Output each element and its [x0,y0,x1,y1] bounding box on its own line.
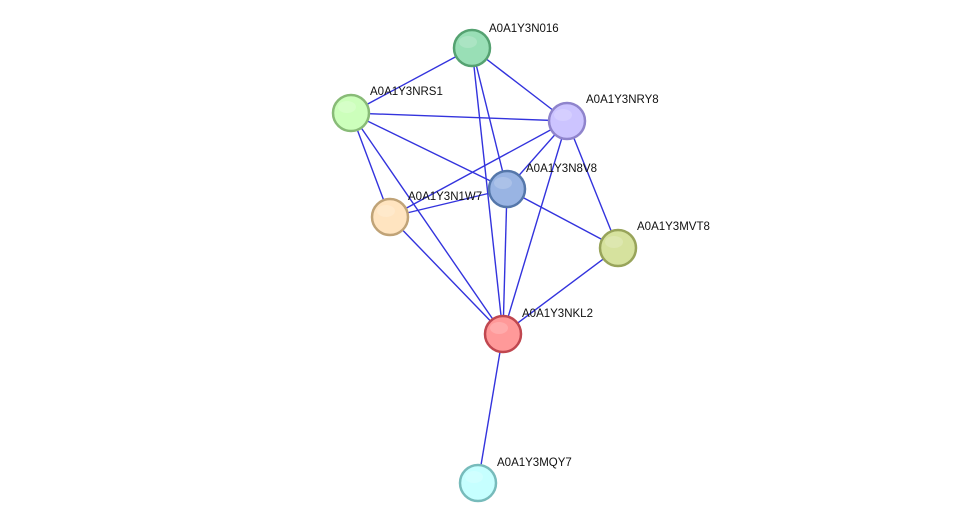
node-circle[interactable] [487,169,527,209]
node-highlight [338,101,356,113]
node-a0a1y3nrs1[interactable] [331,93,371,133]
edge-a0a1y3nrs1-a0a1y3nry8 [350,112,568,122]
edge-a0a1y3n016-a0a1y3nrs1 [350,47,473,114]
node-highlight [377,205,395,217]
nodes-layer [331,28,638,503]
edge-a0a1y3n8v8-a0a1y3n1w7 [389,188,508,218]
node-a0a1y3nry8[interactable] [547,101,587,141]
node-highlight [490,322,508,334]
edge-a0a1y3n1w7-a0a1y3nkl2 [389,216,504,335]
node-circle[interactable] [547,101,587,141]
node-label-a0a1y3n016: A0A1Y3N016 [489,23,559,35]
edge-a0a1y3nry8-a0a1y3n1w7 [389,120,568,218]
node-label-a0a1y3nry8: A0A1Y3NRY8 [586,94,659,106]
node-circle[interactable] [370,197,410,237]
node-label-a0a1y3n1w7: A0A1Y3N1W7 [408,191,482,203]
edge-a0a1y3nry8-a0a1y3mvt8 [566,120,619,249]
edge-a0a1y3n016-a0a1y3nry8 [471,47,568,122]
edge-a0a1y3mvt8-a0a1y3nkl2 [502,247,619,335]
edge-a0a1y3nkl2-a0a1y3mqy7 [477,333,504,484]
node-highlight [554,109,572,121]
node-a0a1y3mqy7[interactable] [458,463,498,503]
node-circle[interactable] [331,93,371,133]
edge-a0a1y3n8v8-a0a1y3mvt8 [506,188,619,249]
node-label-a0a1y3n8v8: A0A1Y3N8V8 [526,163,597,175]
node-label-a0a1y3mqy7: A0A1Y3MQY7 [497,457,572,469]
node-a0a1y3nkl2[interactable] [483,314,523,354]
node-highlight [494,177,512,189]
node-label-a0a1y3nkl2: A0A1Y3NKL2 [522,308,593,320]
edges-layer [350,47,619,484]
node-circle[interactable] [483,314,523,354]
edge-a0a1y3nrs1-a0a1y3nkl2 [350,112,504,335]
edge-a0a1y3nry8-a0a1y3nkl2 [502,120,568,335]
node-highlight [465,471,483,483]
node-a0a1y3n1w7[interactable] [370,197,410,237]
node-label-a0a1y3mvt8: A0A1Y3MVT8 [637,221,710,233]
node-highlight [459,36,477,48]
edge-a0a1y3nrs1-a0a1y3n8v8 [350,112,508,190]
node-a0a1y3n016[interactable] [452,28,492,68]
labels-layer: A0A1Y3N016A0A1Y3NRS1A0A1Y3NRY8A0A1Y3N8V8… [370,23,710,469]
node-a0a1y3mvt8[interactable] [598,228,638,268]
node-circle[interactable] [452,28,492,68]
node-highlight [605,236,623,248]
node-a0a1y3n8v8[interactable] [487,169,527,209]
edge-a0a1y3n016-a0a1y3nkl2 [471,47,504,335]
node-circle[interactable] [598,228,638,268]
node-circle[interactable] [458,463,498,503]
edge-a0a1y3n8v8-a0a1y3nkl2 [502,188,508,335]
node-label-a0a1y3nrs1: A0A1Y3NRS1 [370,86,443,98]
